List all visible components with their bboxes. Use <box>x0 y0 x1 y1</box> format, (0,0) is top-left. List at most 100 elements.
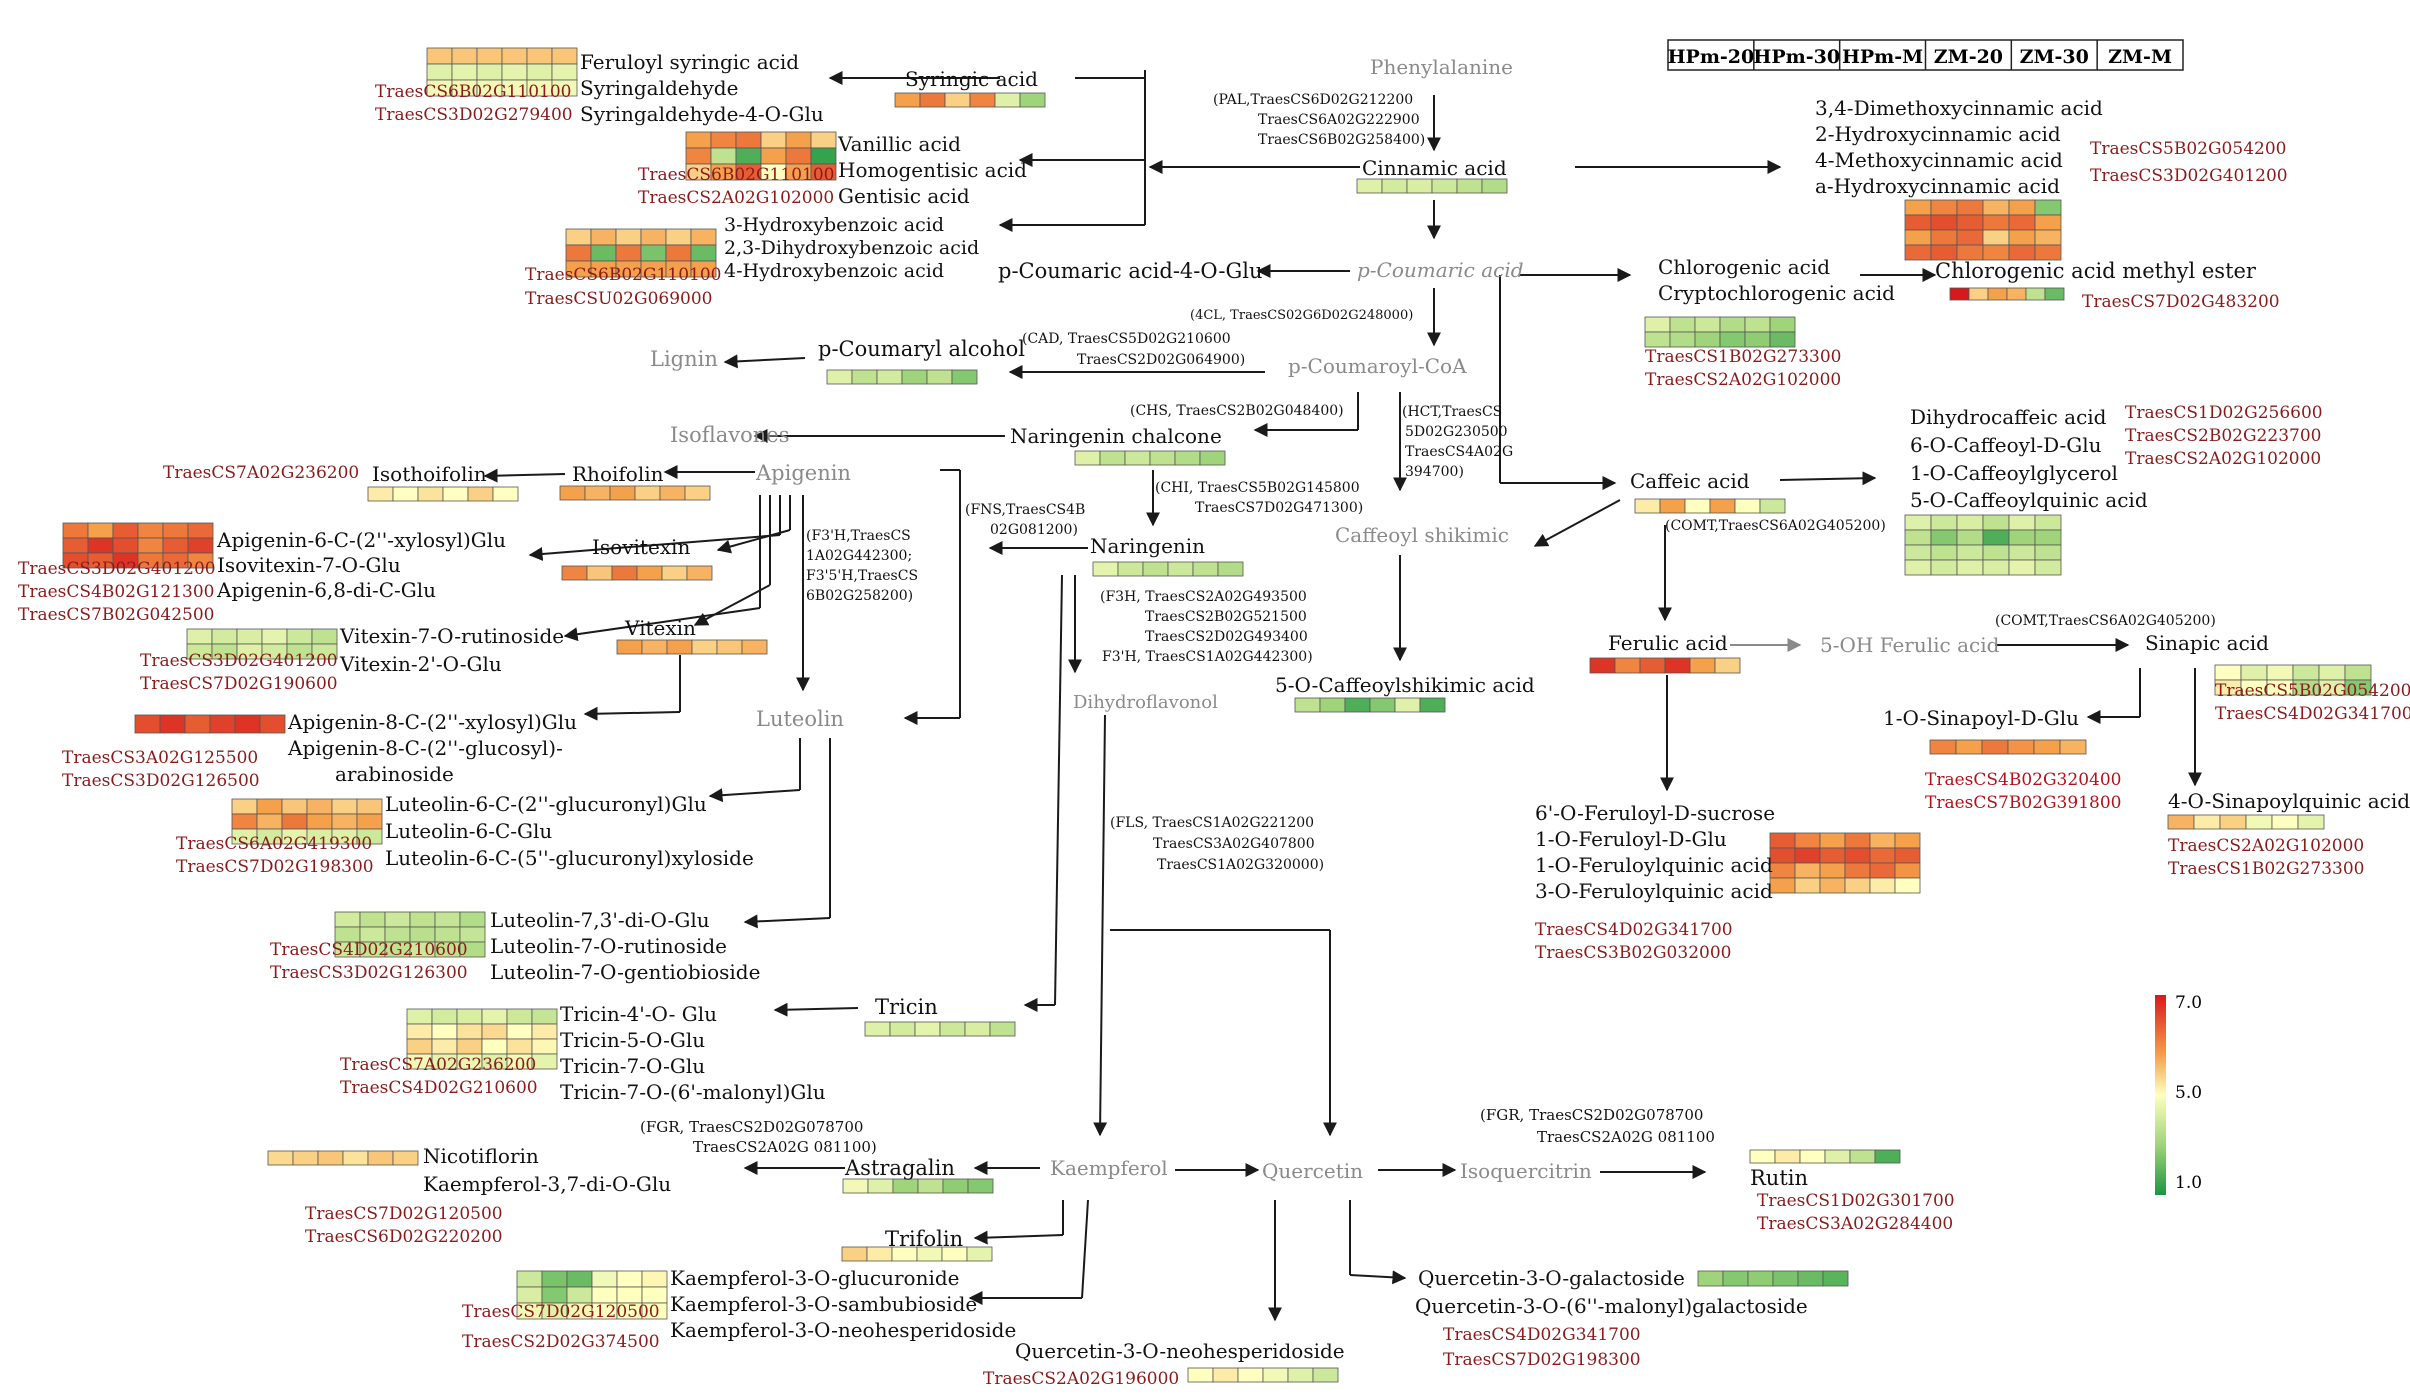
heatmap-cell <box>1956 514 1984 531</box>
gene-kaempferol-group-1: TraesCS7D02G120500 <box>462 1302 660 1322</box>
heatmap-cell <box>137 537 164 554</box>
label-luteolin-6-c-xyloside: Luteolin-6-C-(5''-glucuronyl)xyloside <box>385 846 754 870</box>
heatmap-cell <box>1904 529 1932 546</box>
heatmap-cell <box>1714 657 1741 674</box>
heatmap-cell <box>451 63 478 81</box>
heatmap-cell <box>1956 529 1984 546</box>
heatmap-cell <box>969 92 996 108</box>
heatmap-cell <box>1869 847 1896 864</box>
heatmap-cell <box>810 147 837 165</box>
heatmap-cell <box>551 47 578 65</box>
heatmap-cell <box>112 537 139 554</box>
label-apigenin-8-c-glucosyl: Apigenin-8-C-(2''-glucosyl)- <box>287 736 563 760</box>
gene-vanillic-1: TraesCS6B02G110100 <box>638 165 834 185</box>
enzyme-f3h-apigenin-3: F3'5'H,TraesCS <box>806 568 918 584</box>
label-isothoifolin: Isothoifolin <box>372 462 487 486</box>
label-trifolin: Trifolin <box>885 1227 963 1251</box>
heatmap-cell <box>1874 1149 1901 1164</box>
heatmap-cell <box>1431 178 1458 194</box>
heatmap-cell <box>565 228 592 246</box>
gene-sinapoylquinic-1: TraesCS2A02G102000 <box>2168 836 2364 856</box>
heatmap-cell <box>1904 199 1932 216</box>
label-cryptochlorogenic-acid: Cryptochlorogenic acid <box>1658 281 1895 305</box>
heatmap-cell <box>951 369 978 385</box>
heatmap-cell <box>434 911 461 928</box>
label-kaempferol-37-di-o-glu: Kaempferol-3,7-di-O-Glu <box>423 1172 671 1196</box>
heatmap-cell <box>690 228 717 246</box>
gene-feruloyl-group-2: TraesCS3B02G032000 <box>1535 943 1731 963</box>
heatmap-cell <box>317 1150 344 1166</box>
heatmap-cell <box>186 628 213 645</box>
heatmap-cell <box>1982 229 2010 246</box>
gene-quercetin-neo: TraesCS2A02G196000 <box>983 1369 1179 1389</box>
label-luteolin-7-o-gentiobioside: Luteolin-7-O-gentiobioside <box>490 960 760 984</box>
gene-luteolin6c-2: TraesCS7D02G198300 <box>176 857 374 877</box>
heatmap-cell <box>1824 1149 1851 1164</box>
heatmap-cell <box>1092 561 1119 577</box>
heatmap-chlorogenic-ester <box>1949 287 2065 301</box>
enzyme-hct-3: TraesCS4A02G <box>1405 444 1513 460</box>
heatmap-quercetin-gal <box>1697 1270 1849 1287</box>
heatmap-cell <box>112 522 139 539</box>
heatmap-cell <box>615 244 642 262</box>
heatmap-cell <box>1844 862 1871 879</box>
enzyme-f3h-naringenin-1: (F3H, TraesCS2A02G493500 <box>1100 589 1307 605</box>
label-tricin-5-o-glu: Tricin-5-O-Glu <box>560 1028 705 1052</box>
label-5-o-caffeoylquinic: 5-O-Caffeoylquinic acid <box>1910 488 2148 512</box>
heatmap-cell <box>187 537 214 554</box>
heatmap-cell <box>2008 214 2036 231</box>
heatmap-cell <box>1456 178 1483 194</box>
node-dihydroflavonol: Dihydroflavonol <box>1073 692 1218 713</box>
heatmap-cell <box>1797 1270 1824 1287</box>
heatmap-cell <box>184 714 211 734</box>
heatmap-cell <box>1744 316 1771 333</box>
heatmap-cell <box>476 47 503 65</box>
node-p-coumaroyl-coa: p-Coumaroyl-CoA <box>1288 354 1467 378</box>
heatmap-cell <box>2266 664 2294 681</box>
heatmap-cell <box>234 714 261 734</box>
heatmap-cell <box>966 1246 993 1262</box>
heatmap-cell <box>1930 544 1958 561</box>
heatmap-tricin <box>864 1021 1016 1037</box>
heatmap-cell <box>566 1286 593 1304</box>
heatmap-cell <box>259 714 286 734</box>
heatmap-cell <box>187 522 214 539</box>
heatmap-cell <box>944 92 971 108</box>
heatmap-cell <box>1697 1270 1724 1287</box>
heatmap-cell <box>1481 178 1508 194</box>
heatmap-cell <box>964 1021 991 1037</box>
label-astragalin: Astragalin <box>844 1156 955 1180</box>
label-luteolin-7-o-rutinoside: Luteolin-7-O-rutinoside <box>490 934 727 958</box>
heatmap-cell <box>406 1023 433 1040</box>
label-isovitexin-7-o-glu: Isovitexin-7-O-Glu <box>217 553 401 577</box>
heatmap-cell <box>1192 561 1219 577</box>
heatmap-cell <box>641 1302 668 1320</box>
heatmap-cell <box>1769 832 1796 849</box>
heatmap-cell <box>2214 664 2242 681</box>
heatmap-cell <box>331 798 358 815</box>
heatmap-cell <box>367 1150 394 1166</box>
heatmap-cell <box>286 628 313 645</box>
heatmap-cell <box>1634 498 1661 514</box>
label-luteolin-6-c-glu: Luteolin-6-C-Glu <box>385 819 552 843</box>
heatmap-cell <box>665 244 692 262</box>
heatmap-cell <box>691 639 718 655</box>
heatmap-cell <box>1769 316 1796 333</box>
heatmap-cell <box>1968 287 1989 301</box>
heatmap-cell <box>451 47 478 65</box>
heatmap-hydroxybenzoic <box>565 228 717 278</box>
heatmap-cell <box>889 1021 916 1037</box>
gene-luteolin7-2: TraesCS3D02G126300 <box>270 963 468 983</box>
heatmap-cell <box>1199 450 1226 466</box>
heatmap-cell <box>892 1178 919 1194</box>
heatmap-cell <box>1799 1149 1826 1164</box>
heatmap-cell <box>1167 561 1194 577</box>
heatmap-cell <box>785 131 812 149</box>
heatmap-cell <box>211 628 238 645</box>
pathway-arrows <box>483 70 2202 1322</box>
heatmap-cell <box>531 1053 558 1070</box>
heatmap-cell <box>876 369 903 385</box>
node-kaempferol: Kaempferol <box>1050 1156 1168 1180</box>
heatmap-cell <box>187 552 214 569</box>
heatmap-cell <box>1794 832 1821 849</box>
